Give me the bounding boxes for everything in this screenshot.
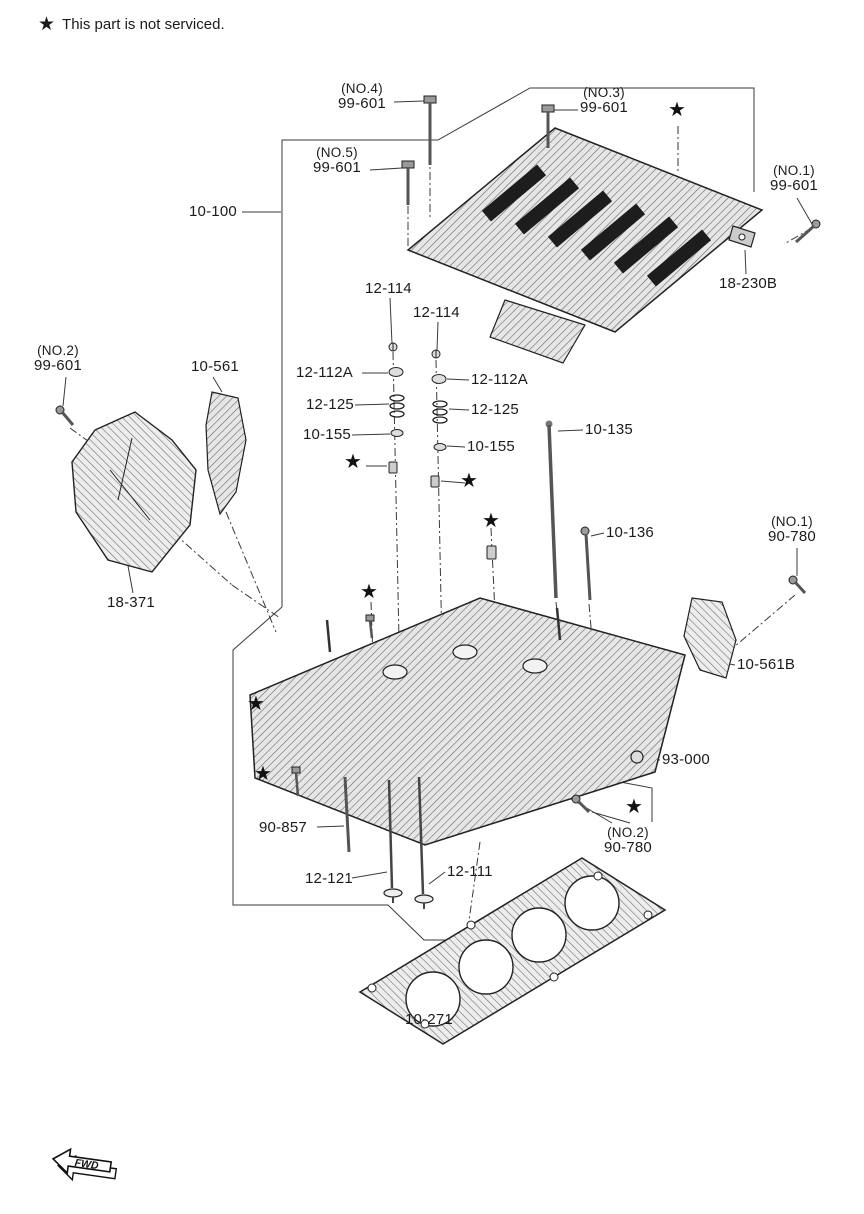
bracket-18-371 <box>71 411 197 573</box>
head-gasket <box>358 857 667 1045</box>
bolt-99601-no2 <box>55 405 75 426</box>
callout-12-125-right: 12-125 <box>471 401 519 418</box>
cup-plug-93-000 <box>630 750 644 764</box>
valve-keeper-12-114-right <box>431 349 441 359</box>
stud-90-857 <box>343 776 351 853</box>
spring-retainer-12-112A-right <box>431 374 447 384</box>
callout-12-112A-right: 12-112A <box>471 371 528 388</box>
callout-18-371: 18-371 <box>107 594 155 611</box>
callout-12-121: 12-121 <box>305 870 353 887</box>
valve-cover <box>406 127 764 333</box>
callout-10-561B: 10-561B <box>737 656 796 673</box>
callout-99-601-no5: (NO.5) 99-601 <box>313 145 361 177</box>
valve-keeper-12-114-left <box>388 342 398 352</box>
callout-12-112A-left: 12-112A <box>296 364 353 381</box>
fwd-label: FWD <box>74 1157 100 1172</box>
bolt-10-136 <box>580 526 592 601</box>
star-icon: ★ <box>360 581 378 603</box>
bolt-90780-no2 <box>571 794 591 814</box>
valve-cover-baffle <box>489 299 586 364</box>
fwd-arrow-icon: FWD <box>51 1147 118 1182</box>
callout-99-601-no3: (NO.3) 99-601 <box>580 85 628 117</box>
star-icon: ★ <box>460 470 478 492</box>
valve-12-111 <box>414 776 434 909</box>
valve-spring-12-125-right <box>432 400 448 424</box>
callout-12-114-a: 12-114 <box>365 280 412 297</box>
valve-seal-right <box>430 475 440 488</box>
star-icon: ★ <box>254 763 272 785</box>
bolt-90780-no1 <box>788 575 807 595</box>
bolt-99601-no5 <box>401 160 415 205</box>
callout-10-155-left: 10-155 <box>303 426 351 443</box>
stud-10-135 <box>545 420 558 599</box>
bolt-99601-no3 <box>541 104 555 148</box>
baffle-18-230B <box>728 225 756 248</box>
callout-93-000: 93-000 <box>662 751 710 768</box>
callout-10-136: 10-136 <box>606 524 654 541</box>
spring-retainer-12-112A-left <box>388 367 404 377</box>
callout-99-601-no1: (NO.1) 99-601 <box>770 163 818 195</box>
star-icon: ★ <box>38 14 56 35</box>
callout-10-100: 10-100 <box>189 203 237 220</box>
callout-90-780-no2: (NO.2) 90-780 <box>604 825 652 857</box>
small-bolt-left <box>291 766 301 797</box>
spring-seat-10-155-right <box>433 443 447 451</box>
star-icon: ★ <box>247 693 265 715</box>
callout-10-135: 10-135 <box>585 421 633 438</box>
callout-12-111: 12-111 <box>447 863 493 880</box>
valve-guide-center <box>486 545 497 560</box>
bolt-99601-no1 <box>795 219 821 244</box>
small-bolt-center <box>365 614 375 639</box>
not-serviced-note-text: This part is not serviced. <box>62 16 225 33</box>
cylinder-head <box>249 597 686 846</box>
insulator-10-561 <box>205 391 247 516</box>
callout-10-561: 10-561 <box>191 358 239 375</box>
callout-99-601-no2: (NO.2) 99-601 <box>34 343 82 375</box>
star-icon: ★ <box>482 510 500 532</box>
callout-12-125-left: 12-125 <box>306 396 354 413</box>
star-icon: ★ <box>344 451 362 473</box>
callout-99-601-no4: (NO.4) 99-601 <box>338 81 386 113</box>
callout-90-780-no1: (NO.1) 90-780 <box>768 514 816 546</box>
bolt-99601-no4 <box>423 95 437 165</box>
valve-seal-left <box>388 461 398 474</box>
callout-10-271: 10-271 <box>405 1011 453 1028</box>
callout-90-857: 90-857 <box>259 819 307 836</box>
star-icon: ★ <box>668 99 686 121</box>
callout-18-230B: 18-230B <box>719 275 778 292</box>
not-serviced-note: ★ This part is not serviced. <box>38 15 225 34</box>
spring-seat-10-155-left <box>390 429 404 437</box>
valve-12-121 <box>383 779 403 903</box>
star-icon: ★ <box>625 796 643 818</box>
callout-10-155-right: 10-155 <box>467 438 515 455</box>
insulator-10-561B <box>683 597 737 679</box>
valve-spring-12-125-left <box>389 394 405 418</box>
callout-12-114-b: 12-114 <box>413 304 460 321</box>
